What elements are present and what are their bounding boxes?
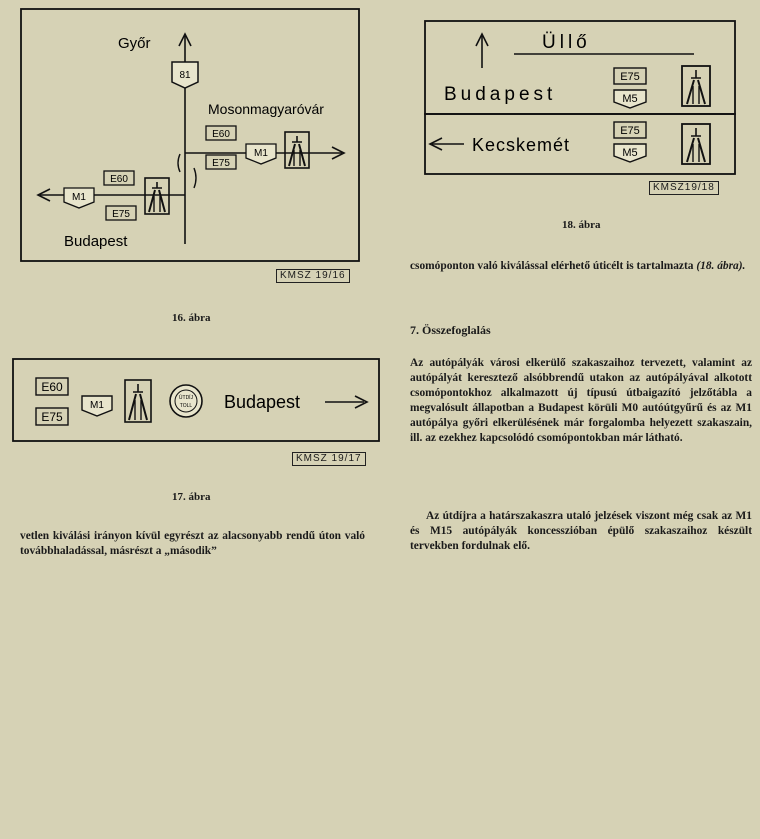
e75-label-17: E75 bbox=[41, 410, 63, 424]
m5-shield-18a bbox=[613, 89, 647, 109]
m1-label-17: M1 bbox=[90, 400, 104, 411]
fig16-code: KMSZ 19/16 bbox=[276, 269, 350, 283]
motorway-icon-18b bbox=[681, 123, 711, 165]
arrow-left-icon bbox=[428, 137, 443, 151]
fig17-frame bbox=[12, 358, 380, 442]
m5-shield-18b bbox=[613, 143, 647, 163]
e75-left-label: E75 bbox=[112, 209, 130, 220]
fig18-bottom-destination: Kecskemét bbox=[472, 135, 570, 155]
motorway-icon-17 bbox=[124, 379, 152, 423]
fig17-caption: 17. ábra bbox=[172, 491, 211, 503]
e75-right-label: E75 bbox=[212, 158, 230, 169]
town-gyor: Győr bbox=[118, 35, 151, 52]
fig18-mid-destination: Budapest bbox=[444, 84, 556, 105]
fig16-frame bbox=[20, 8, 360, 262]
toll-top-label: ÚTDÍJ bbox=[179, 394, 194, 401]
arrow-up-icon bbox=[178, 32, 192, 47]
body-paragraph-1: Az autópályák városi elkerülő szakaszaih… bbox=[410, 357, 752, 444]
figure-17: E60 E75 M1 ÚTDÍJ TOLL Budapest bbox=[12, 358, 384, 448]
arrow-left-icon bbox=[36, 188, 51, 202]
m1-right-shield bbox=[245, 143, 277, 165]
e60-right-label: E60 bbox=[212, 129, 230, 140]
fig18-bottom-panel bbox=[424, 113, 736, 175]
arrow-up-icon bbox=[475, 32, 489, 47]
figure-16: 81 Győr Mosonmagyaróvár Budapest E60 E75… bbox=[20, 8, 365, 264]
arrow-right-icon bbox=[331, 146, 346, 160]
fig17-destination: Budapest bbox=[224, 392, 300, 412]
m5-label-18b: M5 bbox=[622, 147, 637, 159]
route-81-label: 81 bbox=[179, 70, 191, 81]
left-paragraph: vetlen kiválási irányon kívül egyrészt a… bbox=[20, 530, 365, 557]
figure-ref-18: (18. ábra). bbox=[696, 260, 746, 272]
right-paragraph-1-text: csomóponton való kiválással elérhető úti… bbox=[410, 260, 694, 272]
figure-18: Üllő Budapest E75 M5 Kecskemét E75 M5 bbox=[424, 20, 740, 205]
e60-left-label: E60 bbox=[110, 174, 128, 185]
arrow-right-icon bbox=[354, 395, 369, 409]
town-budapest: Budapest bbox=[64, 233, 128, 250]
fig18-top-destination: Üllő bbox=[542, 32, 591, 53]
toll-bottom-label: TOLL bbox=[180, 403, 193, 409]
fig17-code: KMSZ 19/17 bbox=[292, 452, 366, 466]
e75-label-18b: E75 bbox=[620, 125, 640, 137]
fig16-caption: 16. ábra bbox=[172, 312, 211, 324]
m1-left-label: M1 bbox=[72, 192, 86, 203]
fig18-code: KMSZ19/18 bbox=[649, 181, 719, 195]
right-paragraph-1: csomóponton való kiválással elérhető úti… bbox=[410, 259, 752, 274]
e60-label-17: E60 bbox=[41, 380, 63, 394]
motorway-left-icon bbox=[144, 177, 170, 215]
m5-label-18a: M5 bbox=[622, 93, 637, 105]
motorway-right-icon bbox=[284, 131, 310, 169]
m1-right-label: M1 bbox=[254, 148, 268, 159]
fig18-caption: 18. ábra bbox=[562, 219, 601, 231]
m1-shield-17 bbox=[81, 395, 113, 417]
town-mosonmagyarovar: Mosonmagyaróvár bbox=[208, 101, 324, 117]
motorway-icon-18a bbox=[681, 65, 711, 107]
e75-label-18a: E75 bbox=[620, 71, 640, 83]
m1-left-shield bbox=[63, 187, 95, 209]
body-paragraph-2: Az útdíjra a határszakaszra utaló jelzés… bbox=[410, 510, 752, 552]
route-81-shield bbox=[171, 61, 199, 89]
section-heading: 7. Összefoglalás bbox=[410, 323, 491, 337]
